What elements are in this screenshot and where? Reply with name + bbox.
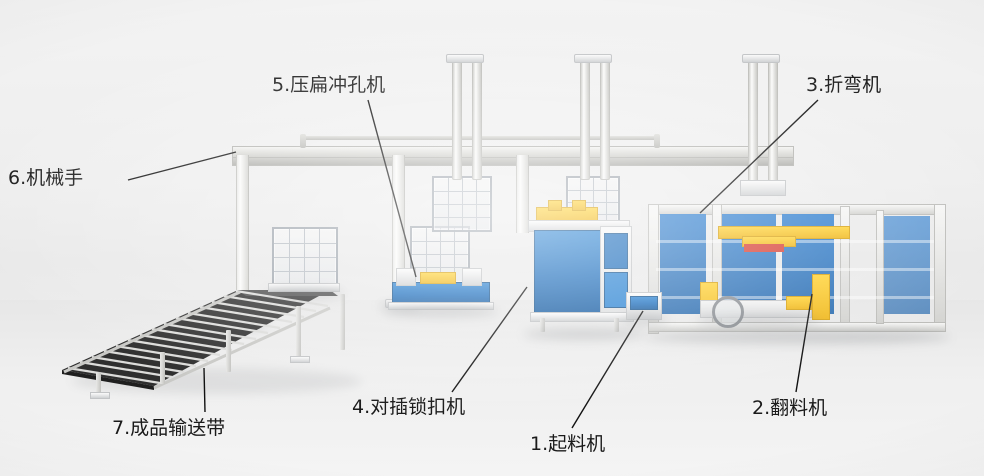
feeder-blue-detail: [630, 296, 658, 310]
label-conveyor: 7.成品输送带: [112, 417, 226, 439]
interlock-hopper-tab-b: [572, 200, 586, 211]
interlock-cylinder-b: [600, 58, 610, 180]
feeder-shadow: [622, 316, 668, 325]
interlock-cabinet-front: [534, 230, 602, 314]
bender-cylinder-cap: [742, 54, 780, 63]
label-robot: 6.机械手: [8, 167, 84, 189]
punch-machine-tooling: [420, 272, 456, 284]
gantry-rail-end-right: [654, 134, 660, 148]
conveyor-leg-3: [226, 330, 231, 372]
bender-ram-head: [740, 180, 786, 196]
bender-blue-panel-4: [884, 216, 930, 314]
interlock-hopper-tab-a: [548, 200, 562, 211]
bender-gap-b: [656, 268, 934, 271]
conveyor-leg-4: [296, 306, 301, 358]
bender-frame-post-3: [840, 206, 850, 326]
conveyor-leg-1: [96, 372, 101, 394]
bender-cylinder-b: [768, 58, 778, 184]
interlock-side-panel-lower: [604, 272, 628, 308]
press-cylinder-cap-left: [446, 54, 484, 63]
gantry-beam-lower: [232, 157, 794, 166]
press-cylinder-left-a: [452, 58, 462, 180]
press-cylinder-left-b: [472, 58, 482, 180]
label-bending: 3.折弯机: [806, 74, 882, 96]
turnover-shadow: [696, 316, 820, 326]
bender-frame-post-4: [876, 210, 884, 324]
punch-machine-shadow: [384, 306, 498, 317]
gantry-rail-end-left: [300, 134, 306, 148]
bender-yellow-post-right: [812, 274, 830, 320]
turnover-yellow-arm: [786, 296, 812, 310]
conveyor-leg-2: [160, 352, 165, 384]
conveyor-leg-5: [340, 294, 345, 350]
interlock-cylinder-cap: [574, 54, 612, 63]
ibc-tote-hoisted-left: [432, 176, 492, 232]
label-turnover: 2.翻料机: [752, 397, 828, 419]
bender-frame-post-right: [934, 204, 946, 332]
leader-6: [127, 151, 237, 181]
conveyor-foot-4: [290, 356, 310, 363]
ibc-tote-left-shadow: [266, 288, 344, 298]
label-flatten-punch: 5.压扁冲孔机: [272, 74, 386, 96]
interlock-cylinder-a: [580, 58, 590, 180]
punch-machine-post-right: [462, 268, 482, 286]
interlock-shadow: [524, 328, 644, 340]
bender-cylinder-a: [748, 58, 758, 184]
bender-red-indicator: [744, 244, 784, 252]
punch-machine-post-left: [396, 268, 416, 286]
ibc-tote-left: [272, 227, 338, 289]
bender-shadow: [644, 330, 950, 344]
conveyor-foot-1: [90, 392, 110, 399]
label-interlock: 4.对插锁扣机: [352, 396, 466, 418]
label-feeder: 1.起料机: [530, 433, 606, 455]
interlock-side-panel-upper: [604, 233, 628, 269]
